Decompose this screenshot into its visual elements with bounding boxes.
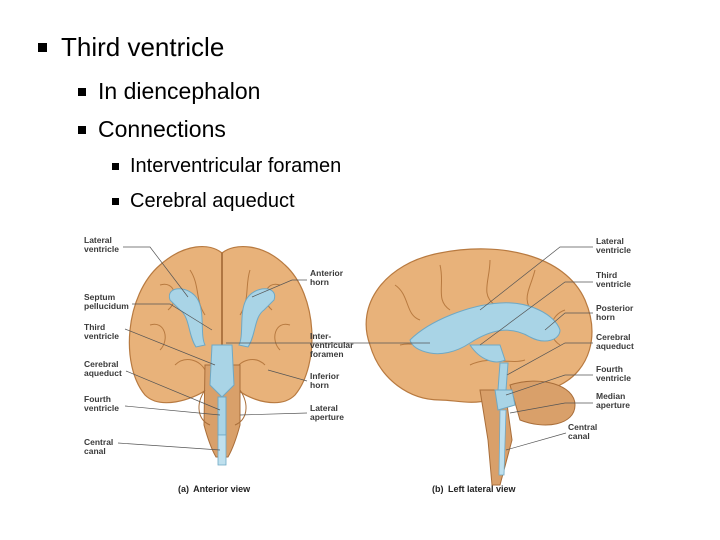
label-fourth-ventricle-lateral: Fourth ventricle bbox=[596, 364, 631, 383]
label-central-canal-lateral: Central canal bbox=[568, 422, 600, 441]
leader-lines bbox=[117, 246, 593, 451]
bullet-square-icon bbox=[78, 125, 86, 134]
label-lateral-ventricle-anterior: Lateral ventricle bbox=[84, 235, 119, 254]
caption-left-lateral-view: (b) Left lateral view bbox=[432, 484, 517, 494]
label-fourth-ventricle-anterior: Fourth ventricle bbox=[84, 394, 119, 413]
bullet-square-icon bbox=[78, 87, 86, 96]
label-third-ventricle-lateral: Third ventricle bbox=[596, 270, 631, 289]
label-cerebral-aqueduct-lateral: Cerebral aqueduct bbox=[596, 332, 634, 351]
bullet-text: Third ventricle bbox=[61, 32, 225, 62]
label-median-aperture: Median aperture bbox=[596, 391, 630, 410]
bullet-square-icon bbox=[112, 198, 119, 205]
bullet-connections: Connections bbox=[78, 116, 226, 143]
bullet-text: Cerebral aqueduct bbox=[130, 190, 295, 212]
bullet-in-diencephalon: In diencephalon bbox=[78, 78, 260, 105]
bullet-text: Interventricular foramen bbox=[130, 155, 342, 177]
label-central-canal-anterior: Central canal bbox=[84, 437, 116, 456]
bullet-third-ventricle: Third ventricle bbox=[38, 32, 224, 63]
label-lateral-aperture: Lateral aperture bbox=[310, 403, 344, 422]
label-posterior-horn: Posterior horn bbox=[596, 303, 636, 322]
label-third-ventricle-anterior: Third ventricle bbox=[84, 322, 119, 341]
bullet-cerebral-aqueduct: Cerebral aqueduct bbox=[112, 190, 295, 213]
lateral-brain-illustration bbox=[365, 248, 593, 486]
bullet-square-icon bbox=[38, 43, 47, 52]
bullet-square-icon bbox=[112, 163, 119, 170]
label-septum-pellucidum: Septum pellucidum bbox=[84, 292, 129, 311]
bullet-text: Connections bbox=[98, 116, 226, 142]
label-interventricular-foramen: Inter- ventricular foramen bbox=[310, 331, 356, 359]
ventricles-figure: Lateral ventricle Septum pellucidum Thir… bbox=[84, 235, 636, 494]
anterior-brain-illustration bbox=[128, 246, 313, 466]
label-lateral-ventricle-lateral: Lateral ventricle bbox=[596, 236, 631, 255]
bullet-text: In diencephalon bbox=[98, 78, 261, 104]
label-cerebral-aqueduct-anterior: Cerebral aqueduct bbox=[84, 359, 122, 378]
caption-anterior-view: (a) Anterior view bbox=[178, 484, 251, 494]
bullet-interventricular-foramen: Interventricular foramen bbox=[112, 155, 341, 178]
label-inferior-horn: Inferior horn bbox=[310, 371, 342, 390]
label-anterior-horn: Anterior horn bbox=[310, 268, 345, 287]
